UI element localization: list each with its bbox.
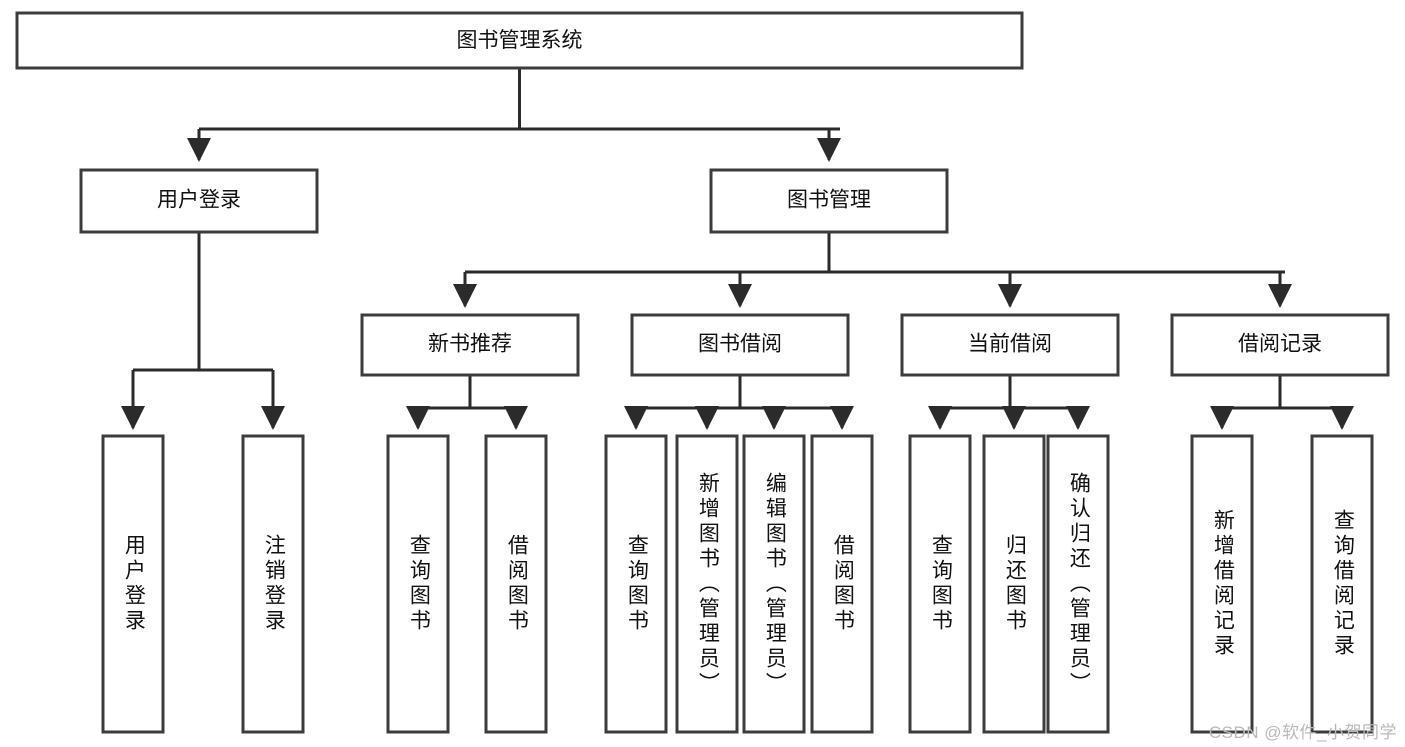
node-current-borrow[interactable]: 当前借阅 bbox=[900, 313, 1120, 377]
node-borrow-record-label: 借阅记录 bbox=[1238, 333, 1322, 356]
connector-group-new-book-recommend bbox=[406, 375, 528, 430]
connector-group-book-management bbox=[453, 232, 1292, 308]
node-user-login[interactable]: 用户登录 bbox=[79, 168, 319, 234]
node-book-borrow-box[interactable] bbox=[630, 313, 850, 377]
connector-group-borrow-record bbox=[1210, 375, 1354, 430]
node-leaf-return-book-box[interactable] bbox=[982, 434, 1046, 734]
node-new-book-recommend-label: 新书推荐 bbox=[428, 333, 512, 356]
node-root[interactable]: 图书管理系统 bbox=[15, 11, 1024, 70]
node-leaf-confirm-return-admin-box[interactable] bbox=[1046, 434, 1110, 734]
node-leaf-edit-book-admin-box[interactable] bbox=[742, 434, 806, 734]
node-leaf-borrow-book-box[interactable] bbox=[810, 434, 874, 734]
node-current-borrow-box[interactable] bbox=[900, 313, 1120, 377]
node-root-box[interactable] bbox=[15, 11, 1024, 70]
node-leaf-query-book-recommend-box[interactable] bbox=[386, 434, 450, 734]
node-leaf-add-book-admin-box[interactable] bbox=[675, 434, 739, 734]
node-root-label: 图书管理系统 bbox=[457, 29, 583, 52]
watermark-text: CSDN @软件_小贺同学 bbox=[1208, 723, 1397, 742]
node-current-borrow-label: 当前借阅 bbox=[968, 333, 1052, 356]
node-book-borrow[interactable]: 图书借阅 bbox=[630, 313, 850, 377]
node-book-management-box[interactable] bbox=[709, 168, 949, 234]
node-leaf-query-book-current-box[interactable] bbox=[908, 434, 972, 734]
node-leaf-query-borrow-record-box[interactable] bbox=[1310, 434, 1374, 734]
node-borrow-record-box[interactable] bbox=[1170, 313, 1390, 377]
node-book-management-label: 图书管理 bbox=[787, 189, 871, 212]
node-book-management[interactable]: 图书管理 bbox=[709, 168, 949, 234]
node-user-login-label: 用户登录 bbox=[157, 189, 241, 212]
node-new-book-recommend-box[interactable] bbox=[360, 313, 580, 377]
connector-group-current-borrow bbox=[928, 375, 1090, 430]
connector-group-user-login bbox=[121, 232, 285, 430]
node-leaf-borrow-book-recommend-box[interactable] bbox=[484, 434, 548, 734]
node-leaf-user-login-box[interactable] bbox=[101, 434, 165, 734]
node-borrow-record[interactable]: 借阅记录 bbox=[1170, 313, 1390, 377]
node-user-login-box[interactable] bbox=[79, 168, 319, 234]
node-leaf-add-borrow-record-box[interactable] bbox=[1190, 434, 1254, 734]
node-book-borrow-label: 图书借阅 bbox=[698, 333, 782, 356]
node-leaf-query-book-borrow-box[interactable] bbox=[604, 434, 668, 734]
node-new-book-recommend[interactable]: 新书推荐 bbox=[360, 313, 580, 377]
connector-group-root bbox=[187, 68, 841, 162]
connector-group-book-borrow bbox=[624, 375, 854, 430]
node-leaf-user-logout-box[interactable] bbox=[241, 434, 305, 734]
